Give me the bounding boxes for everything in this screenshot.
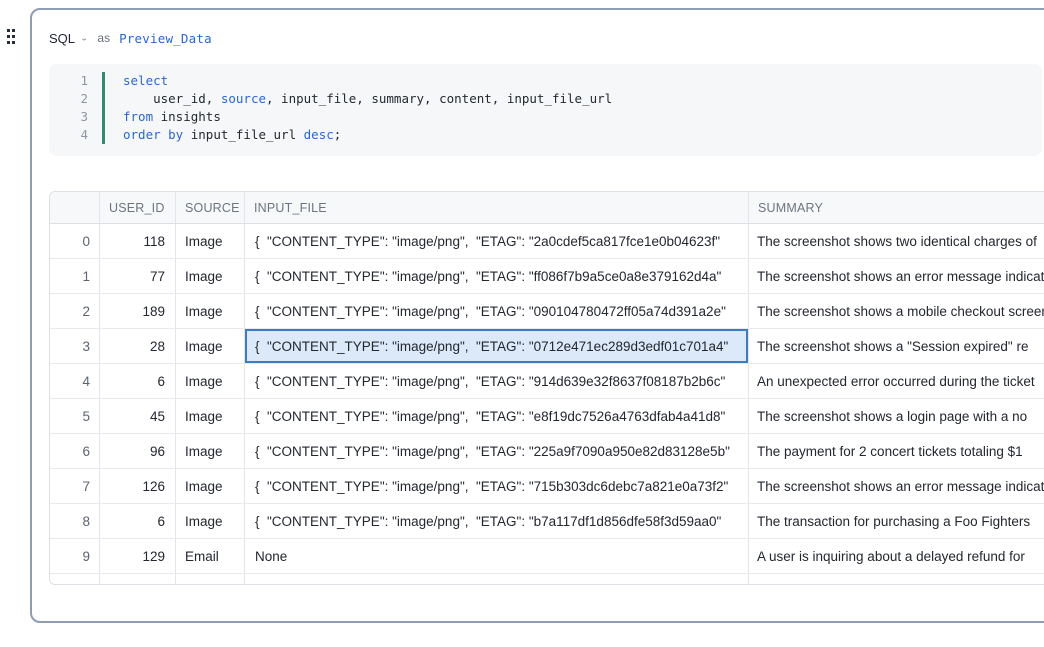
code-text: select [123, 73, 169, 88]
summary-cell[interactable]: The screenshot shows a mobile checkout s… [757, 303, 1044, 319]
source-cell[interactable]: Email [176, 574, 245, 584]
column-header[interactable]: USER_ID [100, 192, 176, 223]
input-file-cell[interactable]: { "CONTENT_TYPE": "image/png", "ETAG": "… [245, 364, 749, 398]
cell-header: SQL ⌄ as Preview_Data [32, 10, 1044, 46]
source-cell[interactable]: Image [176, 259, 245, 293]
code-text: order by input_file_url desc; [123, 127, 342, 142]
code-text: user_id, source, input_file, summary, co… [123, 91, 613, 106]
user-id-cell[interactable]: 6 [100, 504, 176, 538]
input-file-cell[interactable]: { "CONTENT_TYPE": "image/png", "ETAG": "… [245, 294, 749, 328]
gutter-indicator [102, 72, 105, 90]
line-number: 3 [80, 109, 88, 124]
user-id-cell[interactable]: 96 [100, 434, 176, 468]
row-index-cell[interactable]: 3 [50, 329, 100, 363]
input-file-cell[interactable]: None [245, 574, 749, 584]
table-row: 10141EmailNoneThe user is asking about a… [50, 574, 1044, 585]
row-index-cell[interactable]: 7 [50, 469, 100, 503]
source-cell[interactable]: Image [176, 329, 245, 363]
code-line[interactable]: 3 from insights [49, 108, 1042, 126]
sql-editor[interactable]: 1 select 2 user_id, source, input_file, su… [49, 64, 1042, 156]
notebook-sql-cell: SQL ⌄ as Preview_Data 1 select 2 user_id, … [30, 8, 1044, 623]
drag-handle-icon[interactable] [7, 29, 15, 44]
gutter-indicator [102, 90, 105, 108]
user-id-cell[interactable]: 141 [100, 574, 176, 584]
source-cell[interactable]: Image [176, 399, 245, 433]
cell-name-link[interactable]: Preview_Data [119, 30, 212, 46]
line-number: 1 [80, 73, 88, 88]
source-cell[interactable]: Email [176, 539, 245, 573]
gutter-indicator [102, 108, 105, 126]
input-file-cell[interactable]: { "CONTENT_TYPE": "image/png", "ETAG": "… [245, 224, 749, 258]
row-index-cell[interactable]: 9 [50, 539, 100, 573]
row-index-cell[interactable]: 0 [50, 224, 100, 258]
input-file-cell[interactable]: { "CONTENT_TYPE": "image/png", "ETAG": "… [245, 399, 749, 433]
column-header[interactable]: SOURCE [176, 192, 245, 223]
line-number: 4 [80, 127, 88, 142]
source-cell[interactable]: Image [176, 434, 245, 468]
line-number: 2 [80, 91, 88, 106]
row-index-cell[interactable]: 5 [50, 399, 100, 433]
source-cell[interactable]: Image [176, 364, 245, 398]
row-index-cell[interactable]: 10 [50, 574, 100, 584]
as-label: as [97, 31, 111, 45]
summary-cell[interactable]: The screenshot shows an error message in… [757, 268, 1044, 284]
source-cell[interactable]: Image [176, 504, 245, 538]
summary-cell[interactable]: The screenshot shows an error message in… [757, 478, 1044, 494]
row-index-cell[interactable]: 4 [50, 364, 100, 398]
chevron-down-icon[interactable]: ⌄ [80, 33, 89, 43]
input-file-cell[interactable]: { "CONTENT_TYPE": "image/png", "ETAG": "… [245, 329, 749, 363]
code-line[interactable]: 1 select [49, 72, 1042, 90]
input-file-cell[interactable]: { "CONTENT_TYPE": "image/png", "ETAG": "… [245, 434, 749, 468]
summary-cell[interactable]: The payment for 2 concert tickets totali… [757, 443, 1023, 459]
user-id-cell[interactable]: 118 [100, 224, 176, 258]
user-id-cell[interactable]: 129 [100, 539, 176, 573]
source-cell[interactable]: Image [176, 469, 245, 503]
user-id-cell[interactable]: 6 [100, 364, 176, 398]
row-index-cell[interactable]: 6 [50, 434, 100, 468]
summary-cell[interactable]: The screenshot shows a login page with a… [757, 408, 1028, 424]
code-line[interactable]: 4 order by input_file_url desc; [49, 126, 1042, 144]
column-header[interactable]: INPUT_FILE [245, 192, 749, 223]
row-index-cell[interactable]: 8 [50, 504, 100, 538]
user-id-cell[interactable]: 45 [100, 399, 176, 433]
source-cell[interactable]: Image [176, 224, 245, 258]
row-index-cell[interactable]: 2 [50, 294, 100, 328]
summary-cell[interactable]: The transaction for purchasing a Foo Fig… [757, 513, 1031, 529]
column-header[interactable]: SUMMARY [758, 200, 824, 215]
user-id-cell[interactable]: 189 [100, 294, 176, 328]
summary-cell[interactable]: The screenshot shows two identical charg… [757, 233, 1037, 249]
summary-cell[interactable]: A user is inquiring about a delayed refu… [757, 548, 1025, 564]
gutter-indicator [102, 126, 105, 144]
input-file-cell[interactable]: { "CONTENT_TYPE": "image/png", "ETAG": "… [245, 259, 749, 293]
user-id-cell[interactable]: 28 [100, 329, 176, 363]
user-id-cell[interactable]: 77 [100, 259, 176, 293]
source-cell[interactable]: Image [176, 294, 245, 328]
input-file-cell[interactable]: { "CONTENT_TYPE": "image/png", "ETAG": "… [245, 504, 749, 538]
cell-type-label[interactable]: SQL [49, 30, 76, 46]
summary-cell[interactable]: The user is asking about an issue with a… [749, 574, 1044, 585]
summary-cell[interactable]: An unexpected error occurred during the … [757, 373, 1035, 389]
column-header[interactable] [50, 192, 100, 223]
code-text: from insights [123, 109, 221, 124]
summary-cell[interactable]: The screenshot shows a "Session expired"… [757, 338, 1029, 354]
input-file-cell[interactable]: { "CONTENT_TYPE": "image/png", "ETAG": "… [245, 469, 749, 503]
user-id-cell[interactable]: 126 [100, 469, 176, 503]
row-index-cell[interactable]: 1 [50, 259, 100, 293]
code-line[interactable]: 2 user_id, source, input_file, summary, … [49, 90, 1042, 108]
input-file-cell[interactable]: None [245, 539, 749, 573]
